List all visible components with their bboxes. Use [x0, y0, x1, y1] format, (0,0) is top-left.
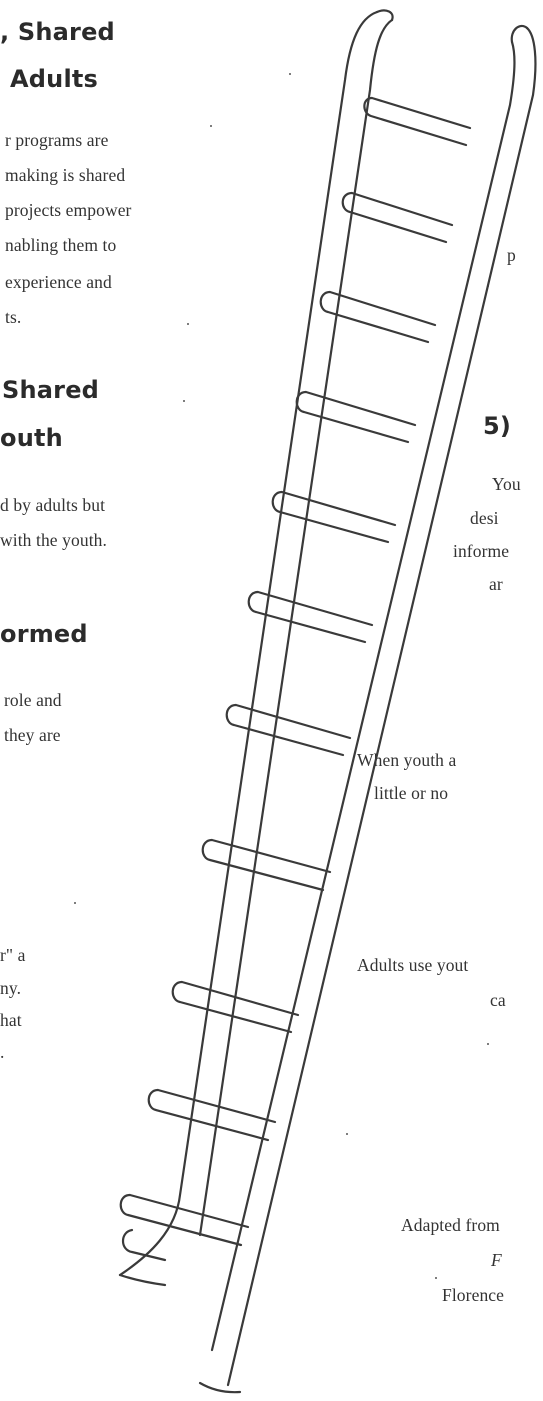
ladder-rung: [149, 1090, 275, 1140]
ladder-rung: [297, 392, 415, 442]
ladder-rung: [203, 840, 330, 890]
ladder-base-mark: [120, 1275, 165, 1285]
ladder-left-rail-end: [377, 10, 393, 20]
ladder-left-rail-inner: [200, 20, 392, 1235]
ladder-rung: [343, 193, 452, 242]
ladder-right-rail-inner: [212, 42, 514, 1350]
ladder-rung: [121, 1195, 248, 1245]
ladder-rung: [123, 1230, 165, 1260]
ladder-rungs: [121, 98, 470, 1260]
ladder-right-rail-end: [512, 26, 527, 42]
ladder-rung: [364, 98, 470, 145]
ladder-base-mark: [200, 1383, 240, 1392]
ladder-right-rail-outer: [228, 28, 535, 1385]
ladder-rung: [273, 492, 395, 542]
ladder-left-rail-outer: [120, 12, 377, 1275]
